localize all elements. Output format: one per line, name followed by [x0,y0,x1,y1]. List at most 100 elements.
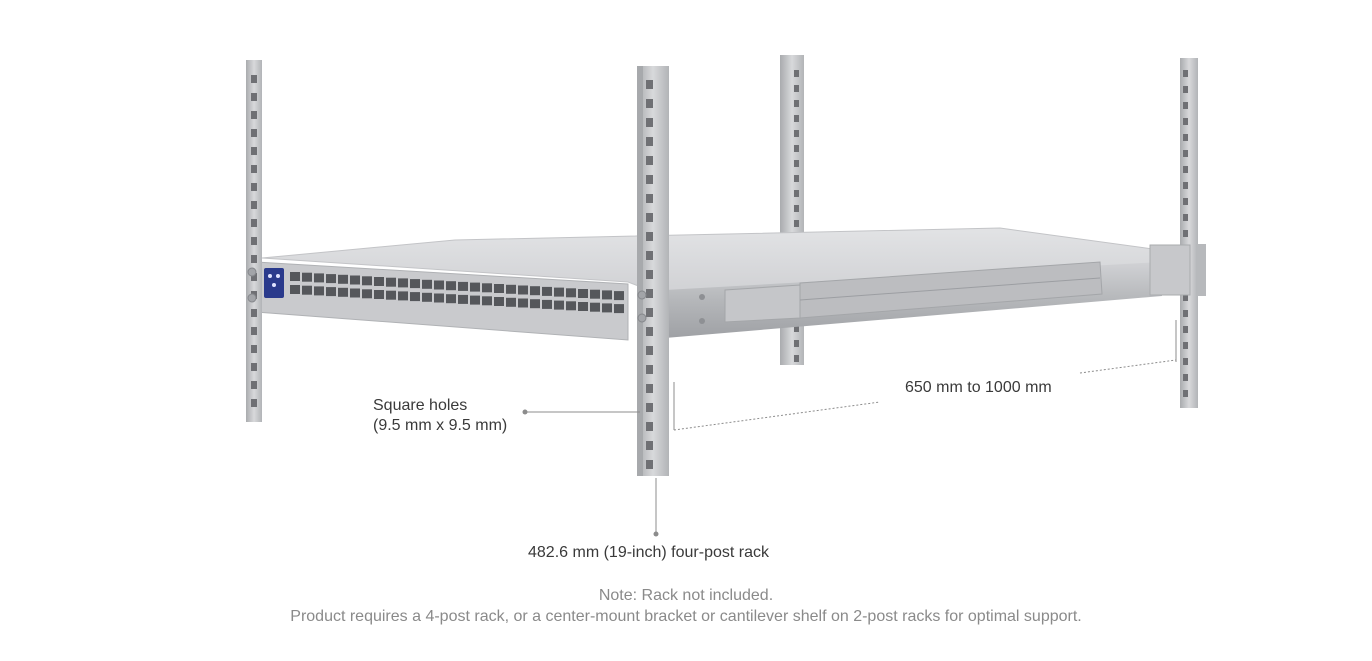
rack-hole [794,100,799,107]
sfp-port [410,279,420,289]
rack-hole [251,327,257,335]
sfp-port [374,290,384,299]
rack-hole [1183,326,1188,333]
rack-hole [646,308,653,317]
rack-hole [251,309,257,317]
sfp-port [578,289,588,298]
rack-hole [646,118,653,127]
rack-hole [794,325,799,332]
rack-hole [646,289,653,298]
dimension-leaders [522,320,1177,537]
rack-hole [1183,230,1188,237]
rack-hole [646,251,653,260]
rack-hole [251,237,257,245]
sfp-port [542,299,552,309]
sfp-port [386,290,396,300]
sfp-port [590,289,600,299]
sfp-port [566,288,576,298]
sfp-port [398,291,408,301]
rack-hole [794,160,799,167]
rack-hole [251,183,257,191]
sfp-port [470,295,480,305]
rack-hole [251,273,257,281]
sfp-port [482,296,492,306]
rack-hole [646,460,653,469]
sfp-port [566,301,576,311]
rack-hole [1183,166,1188,173]
rack-hole [1183,150,1188,157]
rack-hole [794,355,799,362]
rack-hole [794,340,799,347]
rack-hole [794,145,799,152]
rack-hole [646,327,653,336]
sfp-port [422,279,432,289]
rack-hole [794,205,799,212]
rack-hole [646,156,653,165]
rack-hole [646,403,653,412]
rack-hole [794,85,799,92]
sfp-port [506,284,516,294]
rack-hole [1183,342,1188,349]
note-mount-requirements: Product requires a 4-post rack, or a cen… [290,608,1082,625]
rack-hole [794,70,799,77]
rack-hole [646,194,653,203]
sfp-port [410,292,420,302]
sfp-port [602,290,612,300]
rack-hole [251,111,257,119]
sfp-port [530,299,540,309]
sfp-port [518,298,528,308]
rack-hole [646,232,653,241]
rack-hole [251,219,257,227]
rack-hole [251,201,257,209]
rack-hole [1183,374,1188,381]
rack-hole [646,365,653,374]
rack-hole [1183,358,1188,365]
sfp-port [350,288,360,298]
sfp-port [554,287,564,297]
sfp-port [302,272,312,282]
note-rack-not-included: Note: Rack not included. [598,587,774,604]
sfp-port [350,275,360,285]
rack-hole [251,147,257,155]
rack-hole [1183,102,1188,109]
sfp-port [518,285,528,295]
rack-hole [1183,70,1188,77]
sfp-port [290,272,300,281]
rack-hole [251,381,257,389]
rear-right-post [1180,58,1198,408]
sfp-port [314,273,324,283]
rack-hole [646,213,653,222]
rack-hole [251,399,257,407]
sfp-port [422,292,432,302]
rack-type-label: 482.6 mm (19-inch) four-post rack [528,544,769,561]
rack-hole [1183,118,1188,125]
rack-hole [251,255,257,263]
sfp-port [398,278,408,288]
rack-hole [794,175,799,182]
sfp-port [386,277,396,287]
rack-hole [251,75,257,83]
rack-hole [646,346,653,355]
rack-hole [1183,214,1188,221]
sfp-port [326,287,336,297]
rack-hole [1183,310,1188,317]
sfp-port [446,281,456,291]
sfp-port [458,294,468,304]
depth-range-label: 650 mm to 1000 mm [905,379,1052,396]
rack-hole [646,422,653,431]
square-holes-title: Square holes [373,397,468,414]
sfp-port [314,286,324,296]
sfp-port [446,294,456,304]
front-left-post [246,60,262,422]
rack-hole [251,129,257,137]
rack-hole [646,270,653,279]
rack-hole [1183,294,1188,301]
sfp-port [302,285,312,295]
rack-hole [646,99,653,108]
sfp-port [482,283,492,293]
square-holes-size: (9.5 mm x 9.5 mm) [373,417,508,434]
rack-hole [646,175,653,184]
sfp-port [374,277,384,286]
